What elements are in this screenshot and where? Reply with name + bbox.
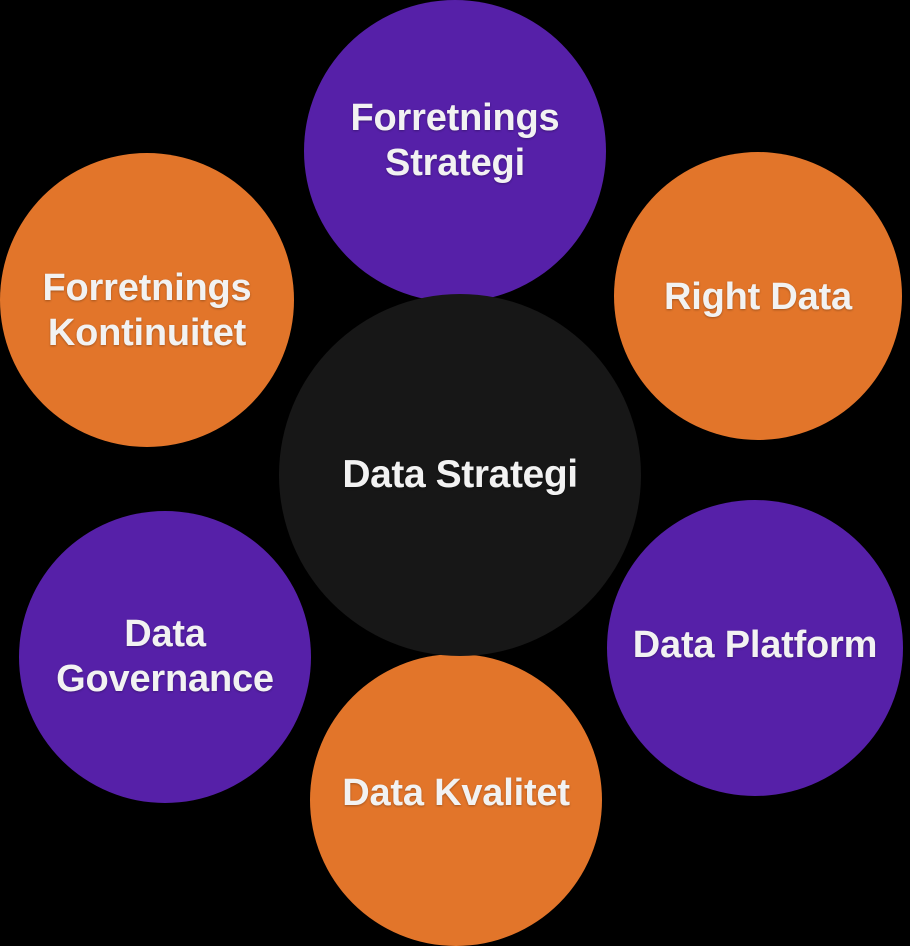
- diagram-node-label: Data Governance: [56, 613, 274, 700]
- diagram-node-label: Forretnings Strategi: [350, 97, 560, 184]
- diagram-node-data-platform[interactable]: Data Platform: [607, 500, 903, 796]
- diagram-node-forretnings-strategi[interactable]: Forretnings Strategi: [304, 0, 606, 302]
- diagram-hub-data-strategi[interactable]: Data Strategi: [279, 294, 641, 656]
- diagram-node-data-governance[interactable]: Data Governance: [19, 511, 311, 803]
- diagram-node-label: Right Data: [663, 275, 852, 318]
- diagram-node-forretnings-kontinuitet[interactable]: Forretnings Kontinuitet: [0, 153, 294, 447]
- diagram-node-label: Data Platform: [632, 623, 878, 666]
- diagram-node-data-kvalitet[interactable]: Data Kvalitet: [310, 654, 602, 946]
- diagram-hub-label: Data Strategi: [342, 452, 578, 496]
- diagram-node-label: Data Kvalitet: [342, 771, 570, 814]
- diagram-node-label: Forretnings Kontinuitet: [42, 267, 252, 354]
- diagram-node-right-data[interactable]: Right Data: [614, 152, 902, 440]
